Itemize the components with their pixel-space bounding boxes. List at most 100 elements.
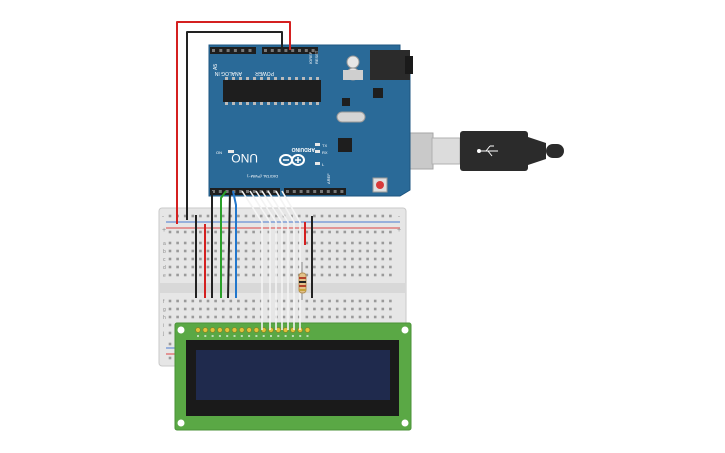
rail-hole xyxy=(335,214,339,218)
breadboard-hole xyxy=(168,265,172,269)
wire-data-white-6 xyxy=(281,190,301,330)
rail-hole xyxy=(168,230,172,234)
breadboard-hole xyxy=(221,273,225,277)
breadboard-hole xyxy=(244,241,248,245)
breadboard-hole xyxy=(290,273,293,277)
model-label: UNO xyxy=(231,151,258,165)
breadboard-hole xyxy=(290,265,293,269)
breadboard-hole xyxy=(252,307,255,311)
row-letter: h xyxy=(163,315,166,321)
breadboard-hole xyxy=(335,315,339,319)
breadboard-hole xyxy=(183,241,187,245)
breadboard-hole xyxy=(358,265,362,269)
minus-sign: - xyxy=(162,214,164,220)
rail-hole xyxy=(176,230,179,234)
breadboard-hole xyxy=(244,265,248,269)
breadboard-hole xyxy=(267,241,271,245)
breadboard-hole xyxy=(305,257,309,261)
breadboard-hole xyxy=(221,315,225,319)
arduino-logo-icon xyxy=(279,154,305,166)
breadboard-hole xyxy=(358,241,362,245)
breadboard-hole xyxy=(199,249,202,253)
breadboard-hole xyxy=(252,299,255,303)
header-pin xyxy=(219,49,223,52)
wire-data-white-7 xyxy=(241,190,263,330)
breadboard-hole xyxy=(282,273,286,277)
breadboard-hole xyxy=(237,249,240,253)
breadboard-hole xyxy=(267,273,271,277)
breadboard-hole xyxy=(343,265,347,269)
rail-hole xyxy=(221,214,225,218)
header-pin xyxy=(273,190,277,193)
breadboard-hole xyxy=(237,299,240,303)
breadboard-hole xyxy=(328,241,331,245)
breadboard-hole xyxy=(183,315,187,319)
lcd-pin xyxy=(231,327,238,333)
breadboard-hole xyxy=(191,307,195,311)
lcd-pin xyxy=(202,327,209,333)
breadboard-hole xyxy=(168,273,172,277)
breadboard-hole xyxy=(282,307,286,311)
breadboard-hole xyxy=(252,315,255,319)
breadboard-hole xyxy=(320,265,324,269)
breadboard-hole xyxy=(328,307,331,311)
arduino-uno-board: A5 ANALOG IN POWER IOREF RESET UNO ARDUI… xyxy=(208,44,413,197)
breadboard-hole xyxy=(320,257,324,261)
breadboard-hole xyxy=(351,241,354,245)
breadboard-hole xyxy=(313,307,316,311)
chip-leg xyxy=(295,77,298,80)
breadboard-hole xyxy=(290,315,293,319)
breadboard-hole xyxy=(267,265,271,269)
breadboard-hole xyxy=(191,265,195,269)
chip-leg xyxy=(281,102,284,105)
header-pin xyxy=(299,190,303,193)
breadboard-hole xyxy=(229,257,233,261)
chip-leg xyxy=(274,77,277,80)
breadboard-hole xyxy=(282,265,286,269)
wire-gnd-black xyxy=(186,31,283,220)
plus-sign-right: + xyxy=(397,227,401,234)
breadboard-hole xyxy=(221,299,225,303)
header-pin xyxy=(292,190,296,193)
header-pin xyxy=(239,190,243,193)
breadboard-hole xyxy=(221,307,225,311)
chip-leg xyxy=(316,77,319,80)
breadboard-hole xyxy=(183,257,187,261)
breadboard-hole xyxy=(176,315,179,319)
breadboard-hole xyxy=(214,249,217,253)
lcd-module xyxy=(174,322,412,431)
breadboard-hole xyxy=(381,299,385,303)
label-power: POWER xyxy=(255,70,274,76)
breadboard-hole xyxy=(343,307,347,311)
breadboard-hole xyxy=(290,241,293,245)
breadboard-hole xyxy=(381,257,385,261)
rail-hole xyxy=(183,230,187,234)
rail-hole xyxy=(168,214,172,218)
chip-leg xyxy=(267,102,270,105)
chip-leg xyxy=(232,77,235,80)
row-letter: e xyxy=(163,273,166,279)
rail-hole xyxy=(221,230,225,234)
breadboard-hole xyxy=(183,249,187,253)
label-l: L xyxy=(322,162,325,167)
breadboard-hole xyxy=(373,249,377,253)
breadboard-hole xyxy=(313,257,316,261)
rail-hole xyxy=(351,214,354,218)
chip-leg xyxy=(232,102,235,105)
breadboard-hole xyxy=(176,299,179,303)
chip-leg xyxy=(274,102,277,105)
breadboard-hole xyxy=(282,249,286,253)
row-letter: b xyxy=(163,249,166,255)
wire-5v-red xyxy=(176,21,291,224)
rail-hole xyxy=(252,214,255,218)
header-pin xyxy=(277,49,281,52)
breadboard-hole xyxy=(282,315,286,319)
chip-leg xyxy=(225,77,228,80)
breadboard-hole xyxy=(282,241,286,245)
breadboard-hole xyxy=(305,241,309,245)
breadboard-hole xyxy=(313,273,316,277)
breadboard-hole xyxy=(335,241,339,245)
breadboard-hole xyxy=(199,299,202,303)
breadboard-hole xyxy=(252,241,255,245)
breadboard-hole xyxy=(168,307,172,311)
